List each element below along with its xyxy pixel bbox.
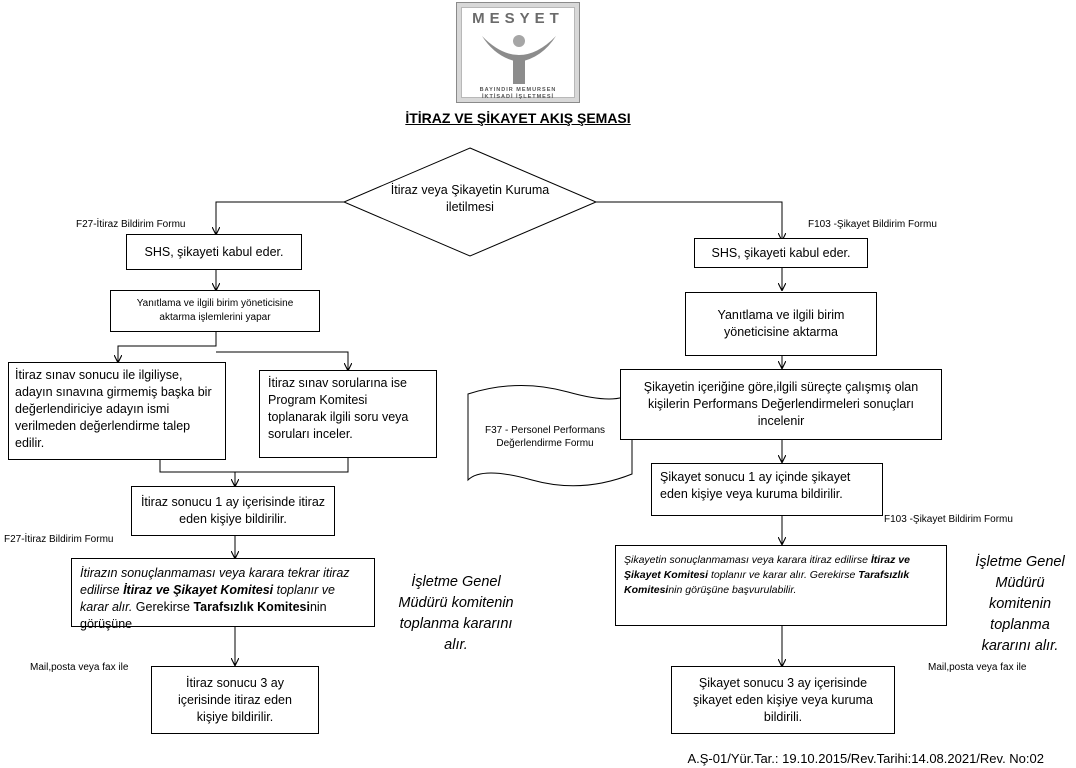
left-committee-text-f: nin görüşüne [80,600,327,631]
left-impartiality-committee: Tarafsızlık Komitesi [193,600,310,614]
left-exam-result-box: İtiraz sınav sonucu ile ilgiliyse, adayı… [8,362,226,460]
left-mail-label: Mail,posta veya fax ile [30,662,129,673]
left-exam-questions-box: İtiraz sınav sorularına ise Program Komi… [259,370,437,458]
page-title: İTİRAZ VE ŞİKAYET AKIŞ ŞEMASI [405,110,631,126]
right-performance-box: Şikayetin içeriğine göre,ilgili süreçte … [620,369,942,440]
left-committee-name: İtiraz ve Şikayet Komitesi [123,583,274,597]
left-committee-text-d: Gerekirse [132,600,194,614]
right-impartiality-committee: Tarafsızlık Komitesi [624,569,910,596]
logo-emblem [482,35,556,84]
right-doc-form-label: F37 - Personel Performans Değerlendirme … [484,425,606,449]
right-notify-1-box: Şikayet sonucu 1 ay içinde şikayet eden … [651,463,883,516]
right-committee-box: Şikayetin sonuçlanmaması veya karara iti… [615,545,947,626]
left-form-label-f27: F27-İtiraz Bildirim Formu [76,219,186,230]
left-committee-text-a: İtirazın sonuçlanmaması veya karara tekr… [80,566,350,597]
left-gm-note: İşletme Genel Müdürü komitenin toplanma … [398,574,514,653]
right-accept-box: SHS, şikayeti kabul eder. [694,238,868,268]
logo-line-1: BAYINDIR MEMURSEN [479,87,557,93]
left-accept-box: SHS, şikayeti kabul eder. [126,234,302,270]
right-gm-note: İşletme Genel Müdürü komitenin toplanma … [975,554,1065,654]
right-mail-label: Mail,posta veya fax ile [928,662,1027,673]
mesyet-logo: MESYET BAYINDIR MEMURSEN İKTİSADİ İŞLETM… [456,2,580,103]
right-form-label-f103: F103 -Şikayet Bildirim Formu [808,219,937,230]
right-committee-name: İtiraz ve Şikayet Komitesi [624,554,910,581]
right-form-label-f103-2: F103 -Şikayet Bildirim Formu [884,514,1013,525]
left-committee-box: İtirazın sonuçlanmaması veya karara tekr… [71,558,375,631]
logo-line-2: İKTİSADİ İŞLETMESİ [481,94,555,100]
left-forward-box: Yanıtlama ve ilgili birim yöneticisine a… [110,290,320,332]
right-committee-text-e: nin görüşüne başvurulabilir. [668,584,797,596]
right-forward-box: Yanıtlama ve ilgili birim yöneticisine a… [685,292,877,356]
footer-revision: A.Ş-01/Yür.Tar.: 19.10.2015/Rev.Tarihi:1… [687,751,1044,766]
left-notify-3-box: İtiraz sonucu 3 ay içerisinde itiraz ede… [151,666,319,734]
right-committee-text-a: Şikayetin sonuçlanmaması veya karara iti… [624,554,871,566]
decision-diamond [342,147,598,257]
logo-wordmark: MESYET [472,10,564,27]
decision-label: İtiraz veya Şikayetin Kuruma iletilmesi [390,183,550,214]
left-form-label-f27-2: F27-İtiraz Bildirim Formu [4,534,114,545]
left-committee-text-c: toplanır ve karar alır. [80,583,335,614]
document-shape [467,384,633,487]
left-notify-1-box: İtiraz sonucu 1 ay içerisinde itiraz ede… [131,486,335,536]
right-committee-text-c: toplanır ve karar alır. Gerekirse [708,569,859,581]
right-notify-3-box: Şikayet sonucu 3 ay içerisinde şikayet e… [671,666,895,734]
